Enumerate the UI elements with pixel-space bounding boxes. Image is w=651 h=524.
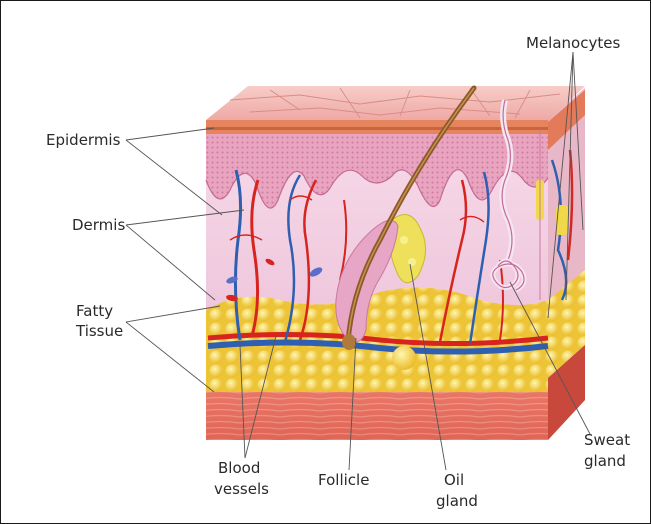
label-sweat-line1: Sweat [584,431,630,450]
label-epidermis: Epidermis [46,131,120,150]
leader-dermis-2 [126,225,215,300]
label-blood-line1: Blood [218,459,260,478]
label-follicle: Follicle [318,471,369,490]
label-blood-line2: vessels [214,480,269,499]
leader-fatty-1 [126,306,220,322]
label-oil-line2: gland [436,492,478,511]
leader-fatty-2 [126,322,214,392]
label-fatty-line2: Tissue [76,322,123,341]
block-side-face [548,88,585,440]
epidermis-surface [206,86,585,122]
label-dermis: Dermis [72,216,125,235]
label-melanocytes: Melanocytes [526,34,620,53]
label-oil-line1: Oil [444,471,464,490]
label-sweat-line2: gland [584,452,626,471]
leader-epidermis-1 [126,128,214,140]
label-fatty-line1: Fatty [76,302,113,321]
